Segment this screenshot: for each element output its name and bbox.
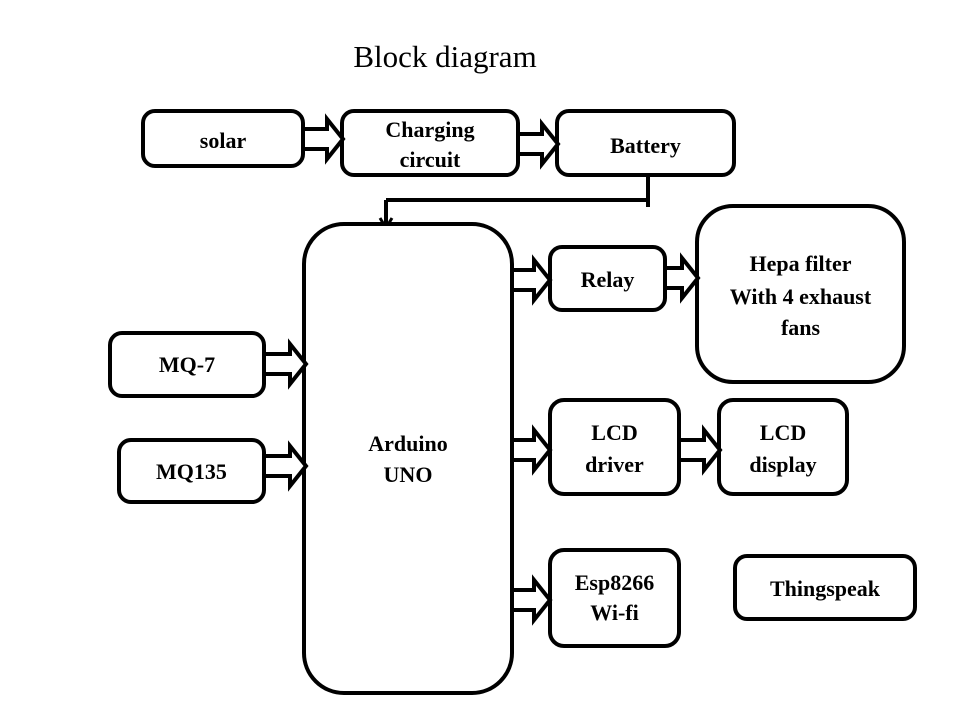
arrow-arduino-to-relay (510, 254, 553, 306)
arrow-lcd-driver-to-lcd-display (677, 424, 723, 476)
block-label: LCD (591, 420, 637, 445)
block-thingspeak: Thingspeak (733, 554, 917, 621)
block-label: MQ135 (156, 459, 227, 484)
block-label: MQ-7 (159, 352, 215, 377)
block-label: Relay (581, 267, 635, 292)
block-relay: Relay (548, 245, 667, 312)
block-mq7: MQ-7 (108, 331, 266, 398)
block-border (733, 554, 917, 621)
block-label: Hepa filter (749, 251, 851, 276)
arrow-arduino-to-lcd-driver (510, 424, 553, 476)
block-label: circuit (400, 147, 461, 172)
block-label: Arduino (368, 431, 447, 456)
block-border (548, 548, 681, 648)
block-battery: Battery (555, 109, 736, 177)
block-label: Wi-fi (590, 600, 638, 625)
block-label: driver (585, 452, 644, 477)
block-border (717, 398, 849, 496)
block-border (548, 398, 681, 496)
block-lcd-display: LCD display (717, 398, 849, 496)
arrow-mq7-to-arduino (262, 338, 309, 390)
block-label: UNO (384, 462, 433, 487)
block-lcd-driver: LCD driver (548, 398, 681, 496)
block-label: LCD (760, 420, 806, 445)
arrow-mq135-to-arduino (262, 440, 309, 492)
block-label: fans (781, 315, 821, 340)
block-label: Esp8266 (575, 570, 654, 595)
arrow-relay-to-hepa (663, 252, 701, 304)
block-border (302, 222, 514, 695)
block-label: Thingspeak (770, 576, 881, 601)
block-mq135: MQ135 (117, 438, 266, 504)
block-label: display (749, 452, 816, 477)
arrow-solar-to-charging (301, 113, 346, 165)
block-label: solar (200, 128, 247, 153)
power-connector (378, 176, 650, 231)
arrow-charging-to-battery (516, 118, 561, 170)
block-label: With 4 exhaust (730, 284, 872, 309)
block-solar: solar (141, 109, 305, 168)
block-border (695, 204, 906, 384)
arrow-arduino-to-esp (510, 574, 553, 626)
block-label: Charging (385, 117, 474, 142)
diagram-title: Block diagram (353, 39, 536, 74)
block-label: Battery (610, 133, 681, 158)
block-charging: Charging circuit (340, 109, 520, 177)
